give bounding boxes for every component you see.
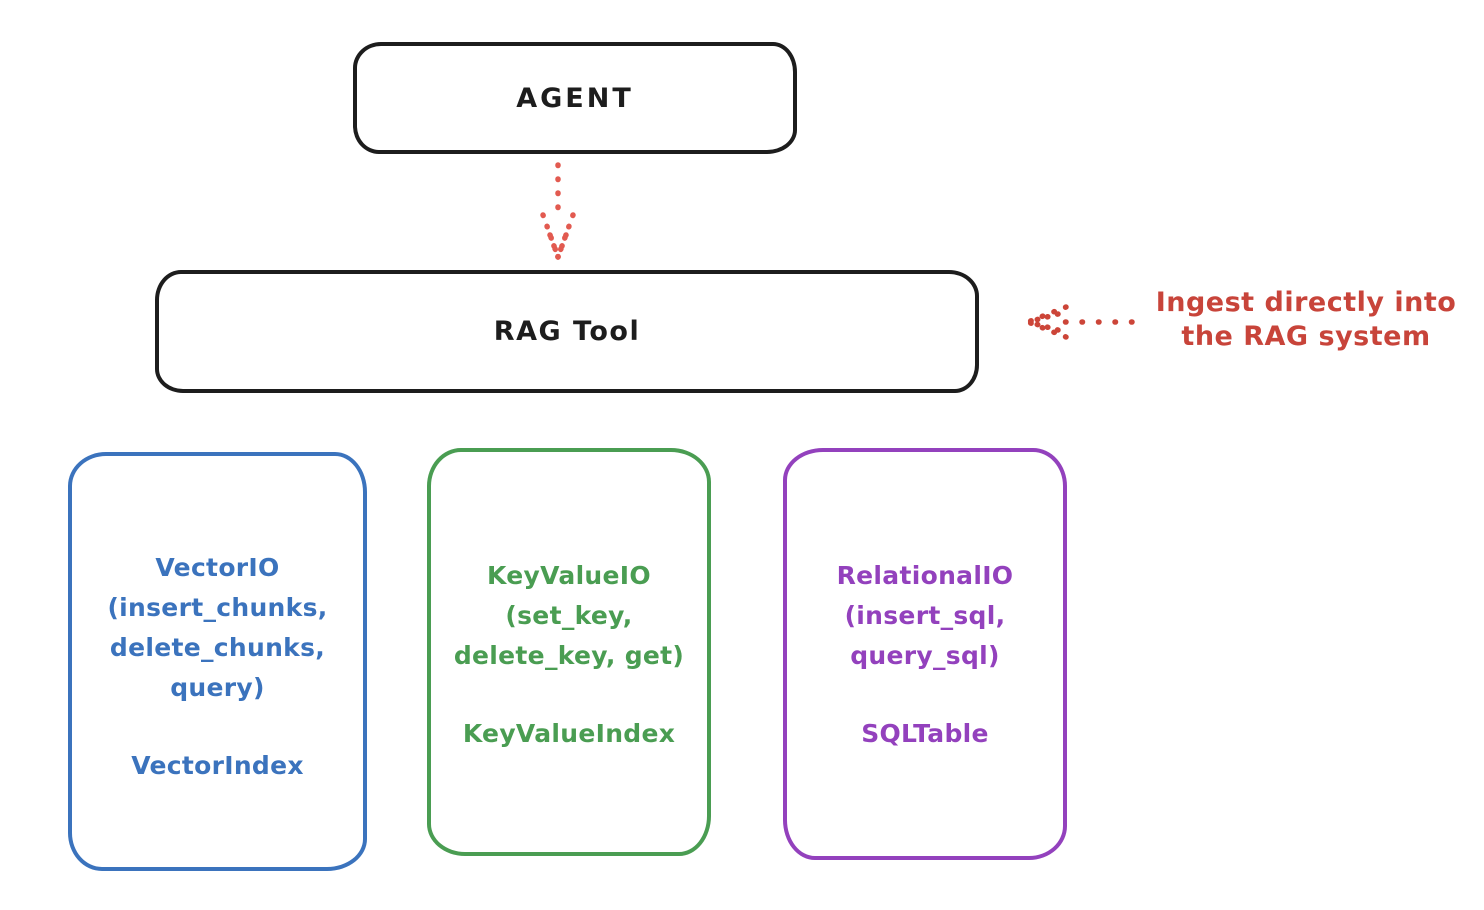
- sql-table-label: SQLTable: [861, 719, 989, 748]
- keyvalue-index-label: KeyValueIndex: [462, 719, 676, 748]
- dotted-left-arrow-icon: [1025, 304, 1135, 340]
- ingest-annotation-line1: Ingest directly into: [1155, 287, 1457, 318]
- keyvalue-io-methods: KeyValueIO (set_key, delete_key, get): [431, 556, 707, 676]
- backend-line: VectorIO: [155, 553, 280, 582]
- backend-line: (set_key,: [505, 601, 633, 630]
- backend-line: query_sql): [850, 641, 1000, 670]
- relational-io-box: RelationalIO (insert_sql, query_sql) SQL…: [783, 448, 1067, 860]
- backend-line: RelationalIO: [836, 561, 1014, 590]
- ingest-annotation-line2: the RAG system: [1181, 321, 1431, 352]
- vector-index-label: VectorIndex: [131, 751, 304, 780]
- agent-box: AGENT: [353, 42, 797, 154]
- agent-label: AGENT: [516, 82, 634, 114]
- dotted-down-arrow-icon: [540, 162, 576, 260]
- backend-line: KeyValueIO: [487, 561, 651, 590]
- ingest-annotation: Ingest directly into the RAG system: [1138, 286, 1474, 354]
- keyvalue-io-box: KeyValueIO (set_key, delete_key, get) Ke…: [427, 448, 711, 856]
- vector-io-box: VectorIO (insert_chunks, delete_chunks, …: [68, 452, 367, 871]
- backend-line: (insert_chunks,: [107, 593, 328, 622]
- relational-io-methods: RelationalIO (insert_sql, query_sql): [787, 556, 1063, 676]
- backend-line: delete_key, get): [453, 641, 685, 670]
- backend-line: (insert_sql,: [844, 601, 1006, 630]
- rag-tool-label: RAG Tool: [493, 316, 641, 347]
- rag-tool-box: RAG Tool: [155, 270, 979, 393]
- backend-line: delete_chunks,: [109, 633, 326, 662]
- backend-line: query): [170, 673, 265, 702]
- vector-io-methods: VectorIO (insert_chunks, delete_chunks, …: [72, 548, 363, 708]
